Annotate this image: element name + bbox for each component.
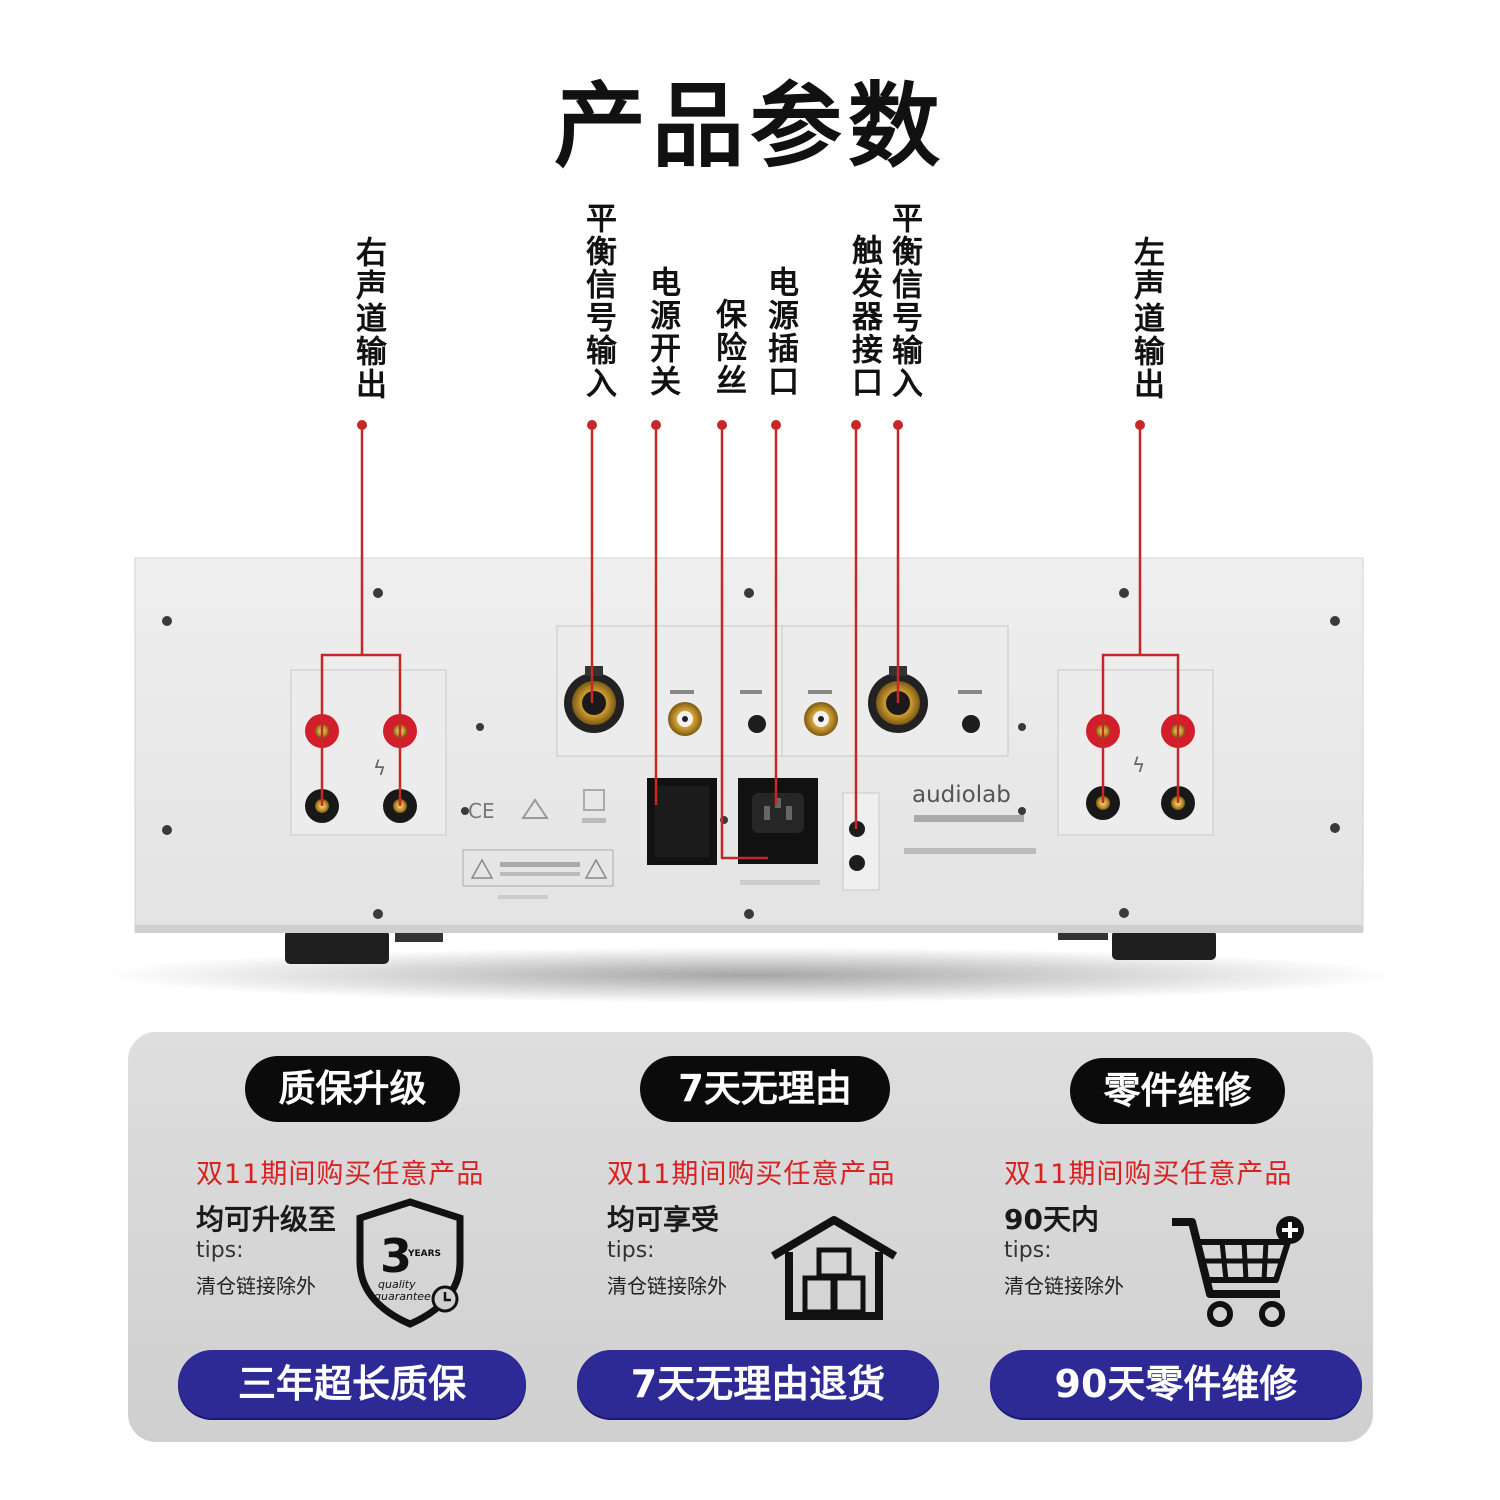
return-tips-label: tips: [607,1238,655,1263]
warranty-tips-text: 清仓链接除外 [196,1274,316,1298]
repair-promo: 双11期间购买任意产品 [1004,1159,1293,1190]
service-repair: 零件维修 双11期间购买任意产品 90天内 tips: 清仓链接除外 90天零件… [958,1032,1373,1442]
service-return: 7天无理由 双11期间购买任意产品 均可享受 tips: 清仓链接除外 7天无理… [543,1032,958,1442]
trigger-panel [842,792,880,891]
input-select-button-2 [962,715,980,733]
ce-mark: CE [468,799,495,823]
foot-right [1112,930,1216,960]
label-fuse: 保险丝 [710,298,746,397]
amplifier-rear-panel: ϟ ϟ audiolab CE [100,420,1400,1003]
screws [162,588,1340,919]
repair-badge: 90天零件维修 [990,1350,1362,1418]
return-detail: 均可享受 [607,1203,720,1236]
label-balanced-input-1: 平衡信号输入 [580,202,616,400]
label-right-channel-output: 右声道输出 [350,236,386,401]
warranty-badge: 三年超长质保 [178,1350,526,1418]
svg-text:guarantee: guarantee [374,1290,431,1303]
leader-lines [320,425,1180,860]
return-tips-text: 清仓链接除外 [607,1274,727,1298]
weee-bin-icon [583,789,605,811]
service-warranty: 质保升级 双11期间购买任意产品 均可升级至 tips: 清仓链接除外 3 YE… [128,1032,543,1442]
rca-input-2 [804,702,838,736]
warehouse-icon [770,1216,898,1320]
repair-heading: 零件维修 [1070,1058,1285,1124]
return-promo: 双11期间购买任意产品 [607,1159,896,1190]
shopping-cart-icon [1172,1216,1304,1327]
return-heading: 7天无理由 [640,1056,890,1122]
label-trigger-port: 触发器接口 [846,234,882,399]
warranty-promo: 双11期间购买任意产品 [196,1159,485,1190]
warranty-detail: 均可升级至 [196,1203,337,1236]
svg-text:YEARS: YEARS [407,1249,441,1259]
repair-tips-text: 清仓链接除外 [1004,1274,1124,1298]
xlr-input-1 [564,666,624,733]
device-brand: audiolab [912,782,1011,808]
repair-detail: 90天内 [1004,1203,1099,1236]
page-title: 产品参数 [553,73,946,180]
svg-text:3: 3 [380,1229,412,1283]
service-guarantee-panel: 质保升级 双11期间购买任意产品 均可升级至 tips: 清仓链接除外 3 YE… [128,1032,1373,1442]
return-badge: 7天无理由退货 [577,1350,939,1418]
leader-dots [357,420,1145,430]
label-power-switch: 电源开关 [644,266,680,398]
label-balanced-input-2: 平衡信号输入 [886,202,922,400]
warning-bolt-icon-2: ϟ [1132,753,1145,777]
trigger-port-2 [849,855,865,871]
repair-tips-label: tips: [1004,1238,1052,1263]
warning-bolt-icon: ϟ [373,756,386,780]
caution-label [462,849,614,887]
warranty-shield-icon: 3 YEARS quality guarantee [356,1198,464,1328]
label-left-channel-output: 左声道输出 [1128,236,1164,401]
certification-triangle-icon [521,798,549,819]
warranty-heading: 质保升级 [245,1056,460,1122]
rca-input-1 [668,702,702,736]
foot-left [285,930,389,964]
warranty-tips-label: tips: [196,1238,244,1263]
label-power-socket: 电源插口 [762,266,798,398]
input-select-button-1 [748,715,766,733]
svg-text:quality: quality [378,1278,416,1291]
